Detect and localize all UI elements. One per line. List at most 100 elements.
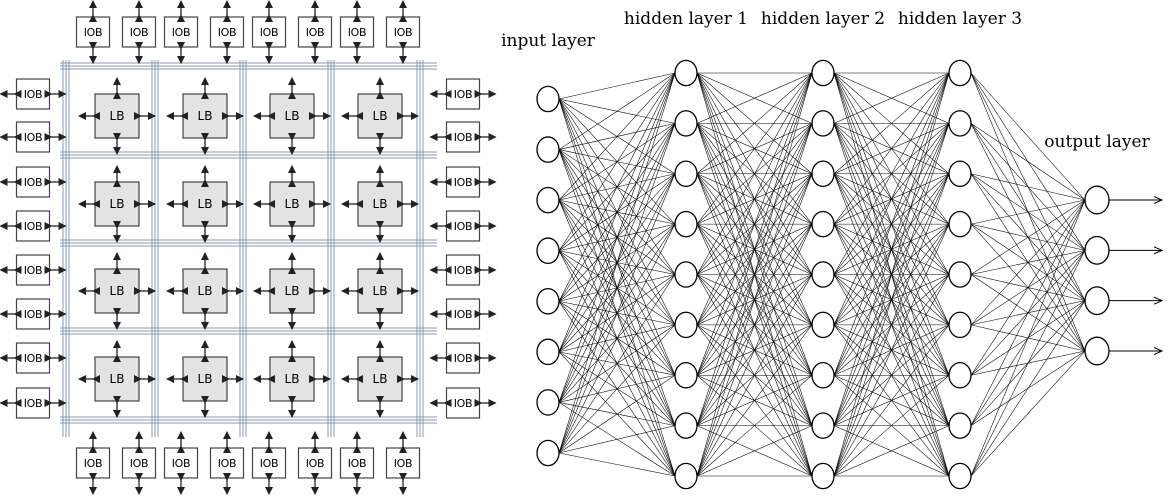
io-block-label: IOB — [454, 352, 473, 365]
connection-edge — [696, 72, 813, 477]
io-block: IOB — [297, 431, 333, 495]
connection-edge — [833, 72, 950, 426]
io-block: IOB — [0, 254, 67, 286]
logic-block: LB — [253, 77, 331, 155]
logic-block-label: LB — [373, 109, 388, 123]
neuron — [674, 210, 698, 238]
connection-edge — [558, 123, 676, 454]
neuron — [674, 361, 698, 389]
neuron — [948, 210, 972, 238]
io-block-label: IOB — [24, 264, 43, 277]
connection-edge — [558, 425, 676, 454]
connection-edge — [558, 173, 676, 454]
connection-edge — [558, 72, 676, 100]
neuron — [1084, 286, 1110, 316]
neuron — [948, 110, 972, 137]
connection-edge — [833, 324, 950, 477]
connection-edge — [833, 72, 950, 376]
neuron — [948, 311, 972, 339]
io-block: IOB — [0, 342, 67, 374]
neuron — [811, 462, 835, 490]
io-block-label: IOB — [24, 352, 43, 365]
connection-edge — [833, 375, 950, 477]
connection-edge — [558, 452, 676, 477]
connection-edge — [833, 425, 950, 477]
connection-edge — [970, 250, 1086, 477]
output-arrows — [1109, 200, 1162, 351]
layer-label: hidden layer 2 — [761, 9, 885, 29]
io-block: IOB — [121, 0, 157, 64]
io-block-box — [15, 78, 51, 110]
io-block-box — [445, 387, 481, 419]
neuron — [1084, 336, 1110, 366]
io-block: IOB — [0, 78, 67, 110]
io-block-label: IOB — [454, 176, 473, 189]
io-block: IOB — [209, 0, 245, 64]
io-block-label: IOB — [24, 88, 43, 101]
connection-edge — [970, 123, 1086, 201]
neuron — [536, 85, 560, 113]
io-block: IOB — [0, 387, 67, 419]
logic-block-label: LB — [285, 284, 300, 298]
connection-edge — [558, 72, 676, 150]
connection-edge — [696, 375, 813, 477]
connection-edge — [696, 72, 813, 275]
connection-edge — [833, 72, 950, 477]
connection-edge — [696, 123, 813, 477]
logic-block: LB — [78, 252, 156, 330]
io-block-label: IOB — [84, 457, 103, 470]
io-block-label: IOB — [454, 131, 473, 144]
logic-block-box — [182, 93, 228, 139]
io-block: IOB — [0, 166, 67, 198]
io-block-label: IOB — [218, 26, 237, 39]
connection-edge — [558, 72, 676, 454]
io-block: IOB — [121, 431, 157, 495]
io-block-label: IOB — [348, 26, 367, 39]
connection-edge — [833, 72, 950, 124]
connection-edge — [696, 324, 813, 477]
logic-block-label: LB — [110, 197, 125, 211]
connection-edge — [970, 350, 1086, 477]
io-block-label: IOB — [24, 131, 43, 144]
connection-edge — [833, 123, 950, 477]
neuron — [1084, 185, 1110, 215]
io-block-label: IOB — [84, 26, 103, 39]
io-block-box — [445, 166, 481, 198]
io-block: IOB — [429, 166, 497, 198]
logic-block: LB — [341, 165, 419, 243]
logic-block: LB — [253, 340, 331, 418]
logic-block-label: LB — [110, 284, 125, 298]
io-block: IOB — [429, 210, 497, 242]
io-block: IOB — [429, 254, 497, 286]
connection-edge — [970, 199, 1086, 326]
io-block-label: IOB — [260, 457, 279, 470]
io-block: IOB — [297, 0, 333, 64]
connection-edge — [833, 72, 950, 325]
connection-edge — [558, 274, 676, 454]
io-block: IOB — [385, 431, 421, 495]
neuron — [811, 412, 835, 439]
neuron — [674, 311, 698, 339]
logic-block: LB — [253, 252, 331, 330]
neuron — [811, 210, 835, 238]
io-block-label: IOB — [394, 26, 413, 39]
connection-edge — [970, 199, 1086, 275]
connection-edge — [558, 72, 676, 352]
io-block-label: IOB — [306, 457, 325, 470]
neuron — [811, 160, 835, 188]
neuron — [536, 237, 560, 265]
io-block: IOB — [429, 387, 497, 419]
logic-block-label: LB — [110, 109, 125, 123]
io-block: IOB — [0, 121, 67, 153]
logic-block-label: LB — [198, 284, 213, 298]
connection-edge — [696, 72, 813, 225]
logic-block: LB — [341, 77, 419, 155]
neuron — [536, 136, 560, 163]
neuron — [811, 110, 835, 137]
io-block-box — [445, 210, 481, 242]
logic-block-label: LB — [373, 284, 388, 298]
connection-edge — [558, 224, 676, 454]
